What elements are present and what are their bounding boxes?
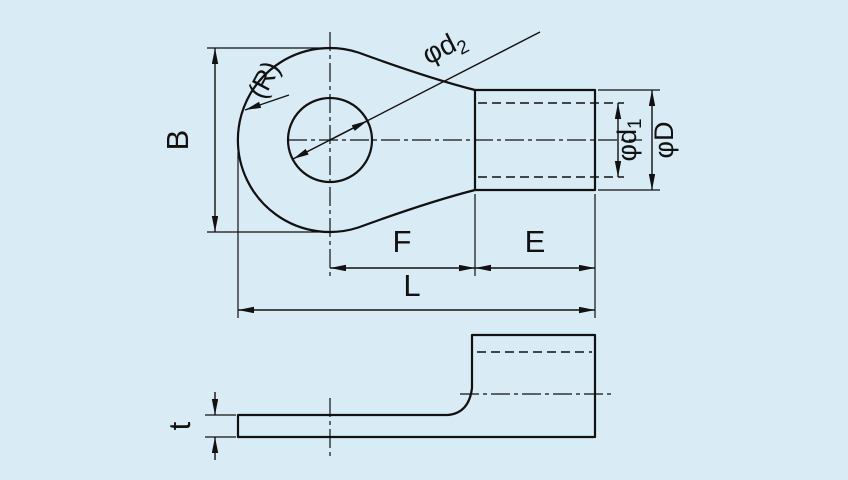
dimension-B: B [160, 47, 334, 233]
dim-label-phi-D: φD [649, 121, 679, 158]
dim-label-L: L [403, 268, 420, 303]
side-profile-outline [236, 333, 597, 439]
dim-label-phi-d2: φd2 [417, 23, 473, 75]
side-view [236, 333, 614, 458]
dim-label-E: E [525, 224, 546, 259]
dim-label-phi-d1: φd1 [612, 118, 646, 161]
dimension-phi-d1: φd1 [612, 103, 646, 177]
dim-line-phi-d2-arrow2 [329, 120, 368, 141]
dimension-F-E-L: F E L [237, 152, 596, 318]
top-view [236, 32, 642, 278]
dim-label-B: B [160, 130, 195, 151]
dimension-R: (R) [242, 56, 290, 111]
leader-line-R [244, 94, 290, 111]
dim-label-t: t [162, 421, 197, 430]
dimension-t: t [162, 392, 236, 460]
dimension-phi-D: φD [598, 89, 679, 191]
wire-barrel-outline [473, 88, 597, 192]
ring-tongue-outline [236, 46, 477, 234]
dim-label-F: F [393, 224, 412, 259]
